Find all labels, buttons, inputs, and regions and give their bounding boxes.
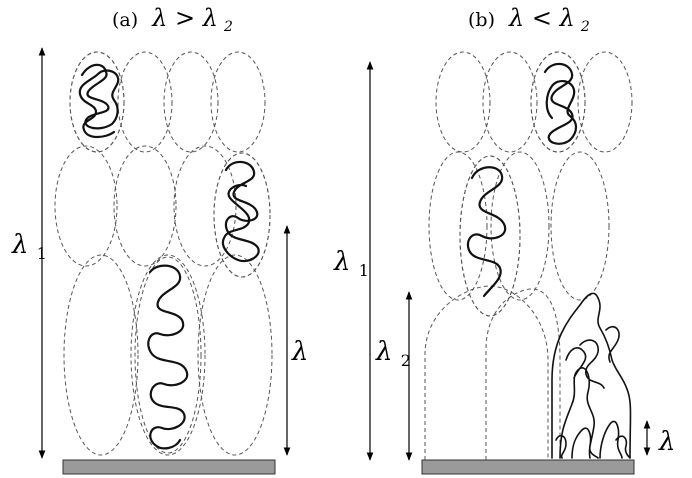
panel-b-title: (b) λ < λ 2 bbox=[468, 4, 590, 35]
panel-a: (a) λ > λ 2 λ 1 bbox=[11, 4, 308, 475]
label-lambda-a: λ bbox=[291, 337, 308, 367]
blob-a-mid-3 bbox=[173, 145, 237, 267]
substrate-a bbox=[62, 459, 276, 475]
dense-brush-b bbox=[551, 292, 632, 459]
blob-a-top-2 bbox=[117, 51, 173, 153]
panel-b: (b) λ < λ 2 λ 1 bbox=[333, 4, 675, 475]
polymer-chain-a-mid bbox=[221, 160, 260, 263]
blob-b-mid-3 bbox=[550, 151, 610, 301]
chain-blob-b-top bbox=[530, 51, 586, 153]
label-lambda1-b: λ 1 bbox=[333, 247, 369, 280]
label-lambda1-a: λ 1 bbox=[11, 230, 47, 263]
blob-b-bot-2 bbox=[485, 288, 561, 460]
blob-a-bot-3 bbox=[197, 254, 273, 456]
polymer-chain-a-top bbox=[78, 63, 120, 139]
label-lambda2-b: λ 2 bbox=[375, 337, 411, 370]
chain-blob-b-mid bbox=[459, 155, 521, 317]
blob-a-top-4 bbox=[210, 51, 266, 153]
blob-a-mid-2 bbox=[113, 145, 177, 267]
blob-b-top-2 bbox=[482, 51, 538, 153]
blob-a-mid-1 bbox=[54, 145, 118, 267]
blob-a-top-3 bbox=[163, 51, 219, 153]
blob-b-top-1 bbox=[435, 51, 491, 153]
chain-blob-a-top bbox=[69, 51, 125, 153]
label-lambda-b: λ bbox=[658, 427, 675, 457]
polymer-chain-b-top bbox=[543, 62, 578, 145]
blob-b-bot-1 bbox=[424, 285, 549, 460]
blob-b-mid-2 bbox=[490, 151, 550, 301]
blob-b-mid-1 bbox=[428, 151, 488, 301]
substrate-b bbox=[421, 459, 635, 475]
chain-blob-a-bot bbox=[134, 256, 202, 454]
polymer-chain-b-mid bbox=[466, 166, 507, 298]
chain-blob-a-mid bbox=[213, 152, 271, 278]
polymer-chain-a-bot bbox=[147, 264, 189, 450]
blob-a-bot-1 bbox=[63, 254, 139, 456]
blob-a-bot-2 bbox=[130, 254, 206, 456]
panel-a-title: (a) λ > λ 2 bbox=[112, 4, 233, 35]
blob-b-top-4 bbox=[577, 51, 633, 153]
